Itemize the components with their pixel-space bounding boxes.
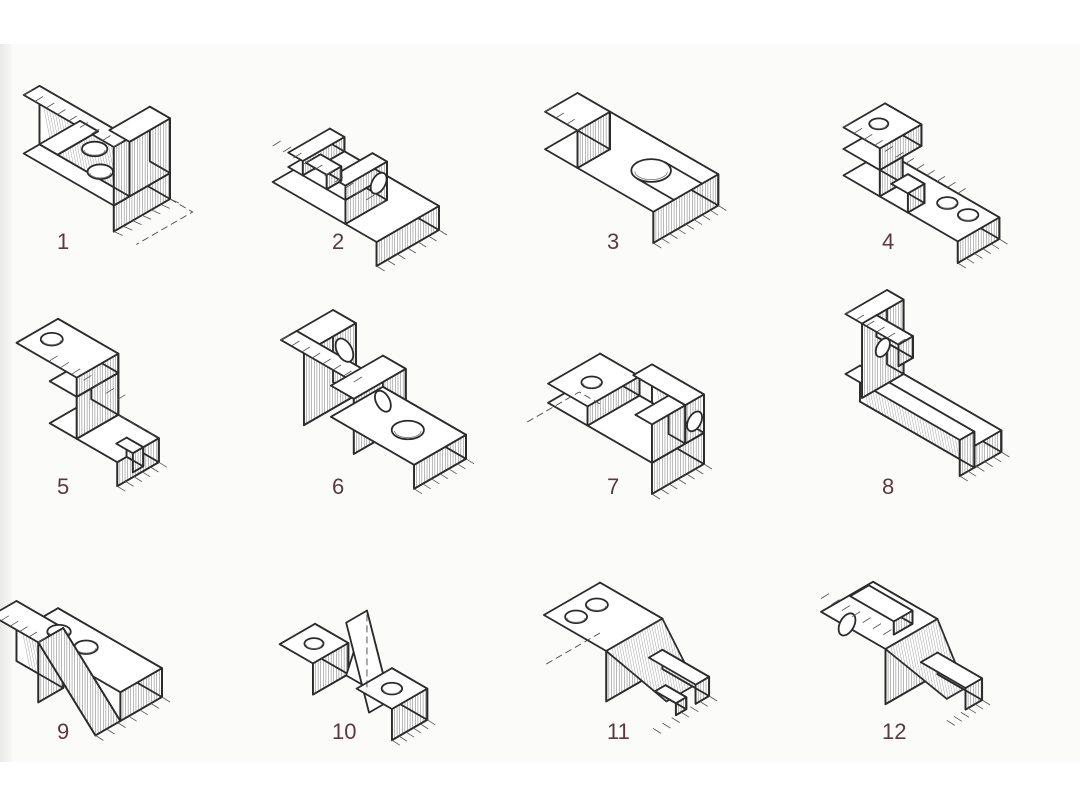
top-face bbox=[330, 354, 407, 400]
figure-number: 2 bbox=[332, 229, 345, 254]
frame-with-holes bbox=[280, 309, 475, 495]
figure-number: 9 bbox=[57, 719, 70, 744]
figure-number: 8 bbox=[882, 474, 895, 499]
construction-line bbox=[527, 391, 601, 423]
figure-11: 11 bbox=[542, 545, 820, 775]
hole-icon bbox=[868, 117, 890, 131]
figure-7: 7 bbox=[527, 300, 820, 530]
figure-number: 12 bbox=[882, 719, 907, 744]
slotted-block-with-side-hole bbox=[527, 352, 713, 500]
hole-icon bbox=[86, 163, 114, 180]
top-face bbox=[919, 651, 984, 689]
hole-icon bbox=[334, 337, 355, 363]
hole-icon bbox=[837, 612, 857, 637]
top-face bbox=[890, 173, 926, 195]
isometric-drawing bbox=[280, 309, 475, 495]
hole-icon bbox=[564, 609, 588, 625]
figure-number: 11 bbox=[607, 719, 630, 744]
isometric-drawing bbox=[542, 581, 718, 734]
hole-icon bbox=[39, 332, 64, 347]
hole-icon bbox=[585, 597, 609, 613]
isometric-drawing bbox=[844, 289, 1010, 482]
hole-icon bbox=[380, 681, 404, 696]
stepped-wedge-with-holes bbox=[0, 600, 171, 741]
isometric-drawing bbox=[527, 352, 713, 500]
figure-1: 1 bbox=[20, 55, 270, 285]
isometric-drawing bbox=[842, 102, 1008, 269]
hole-icon bbox=[580, 375, 603, 390]
figure-number: 7 bbox=[607, 474, 620, 499]
construction-line bbox=[109, 409, 160, 439]
figure-number: 10 bbox=[332, 719, 357, 744]
binding-shadow bbox=[0, 44, 12, 762]
top-face bbox=[861, 314, 914, 346]
top-face bbox=[329, 152, 388, 187]
hole-icon bbox=[390, 419, 425, 441]
base-with-slotted-castellations bbox=[271, 127, 448, 272]
hole-icon bbox=[874, 337, 891, 358]
top-face bbox=[654, 684, 688, 705]
top-face bbox=[108, 105, 171, 143]
figure-10: 10 bbox=[278, 545, 545, 775]
isometric-drawing bbox=[15, 317, 168, 492]
z-bracket-with-groove bbox=[15, 317, 168, 492]
isometric-drawing bbox=[22, 84, 194, 245]
hole-icon bbox=[936, 196, 959, 210]
top-face bbox=[647, 648, 711, 686]
top-face bbox=[115, 436, 145, 455]
top-face bbox=[287, 127, 346, 162]
figure-number: 6 bbox=[332, 474, 345, 499]
stepped-base-with-holes bbox=[842, 102, 1008, 269]
hole-icon bbox=[686, 410, 703, 433]
top-face bbox=[634, 394, 687, 426]
hole-icon bbox=[956, 208, 980, 222]
figure-number: 5 bbox=[57, 474, 70, 499]
construction-line bbox=[136, 198, 194, 245]
top-face bbox=[38, 119, 99, 156]
figure-8: 8 bbox=[844, 289, 1080, 530]
hatching bbox=[959, 431, 974, 476]
figure-6: 6 bbox=[280, 300, 545, 530]
figure-4: 4 bbox=[842, 55, 1080, 285]
isometric-drawing bbox=[271, 127, 448, 272]
top-face bbox=[849, 584, 914, 623]
isometric-drawing bbox=[544, 92, 727, 249]
isometric-drawing bbox=[820, 580, 991, 726]
tapered-block-with-slot bbox=[542, 581, 718, 734]
figure-3: 3 bbox=[544, 55, 820, 285]
hole-icon bbox=[630, 158, 672, 183]
isometric-drawing bbox=[0, 600, 171, 741]
top-face bbox=[15, 317, 120, 379]
figure-number: 3 bbox=[607, 229, 620, 254]
figure-12: 12 bbox=[820, 545, 1080, 775]
nose-block-with-rib-and-hole bbox=[820, 580, 991, 726]
base-with-block-and-u-slot bbox=[544, 92, 727, 249]
hole-icon bbox=[81, 140, 109, 158]
figure-2: 2 bbox=[271, 55, 545, 285]
isometric-drawing bbox=[278, 609, 436, 746]
figure-number: 4 bbox=[882, 229, 895, 254]
two-blocks-with-triangular-web bbox=[278, 609, 436, 746]
angle-bracket-with-hole bbox=[844, 289, 1010, 482]
figure-9: 9 bbox=[0, 545, 270, 775]
block-with-upright-ends-and-two-holes bbox=[22, 84, 194, 245]
figure-5: 5 bbox=[15, 300, 270, 530]
figure-number: 1 bbox=[57, 229, 70, 254]
hole-icon bbox=[374, 389, 392, 413]
hole-icon bbox=[303, 637, 325, 650]
hole-icon bbox=[369, 171, 388, 195]
